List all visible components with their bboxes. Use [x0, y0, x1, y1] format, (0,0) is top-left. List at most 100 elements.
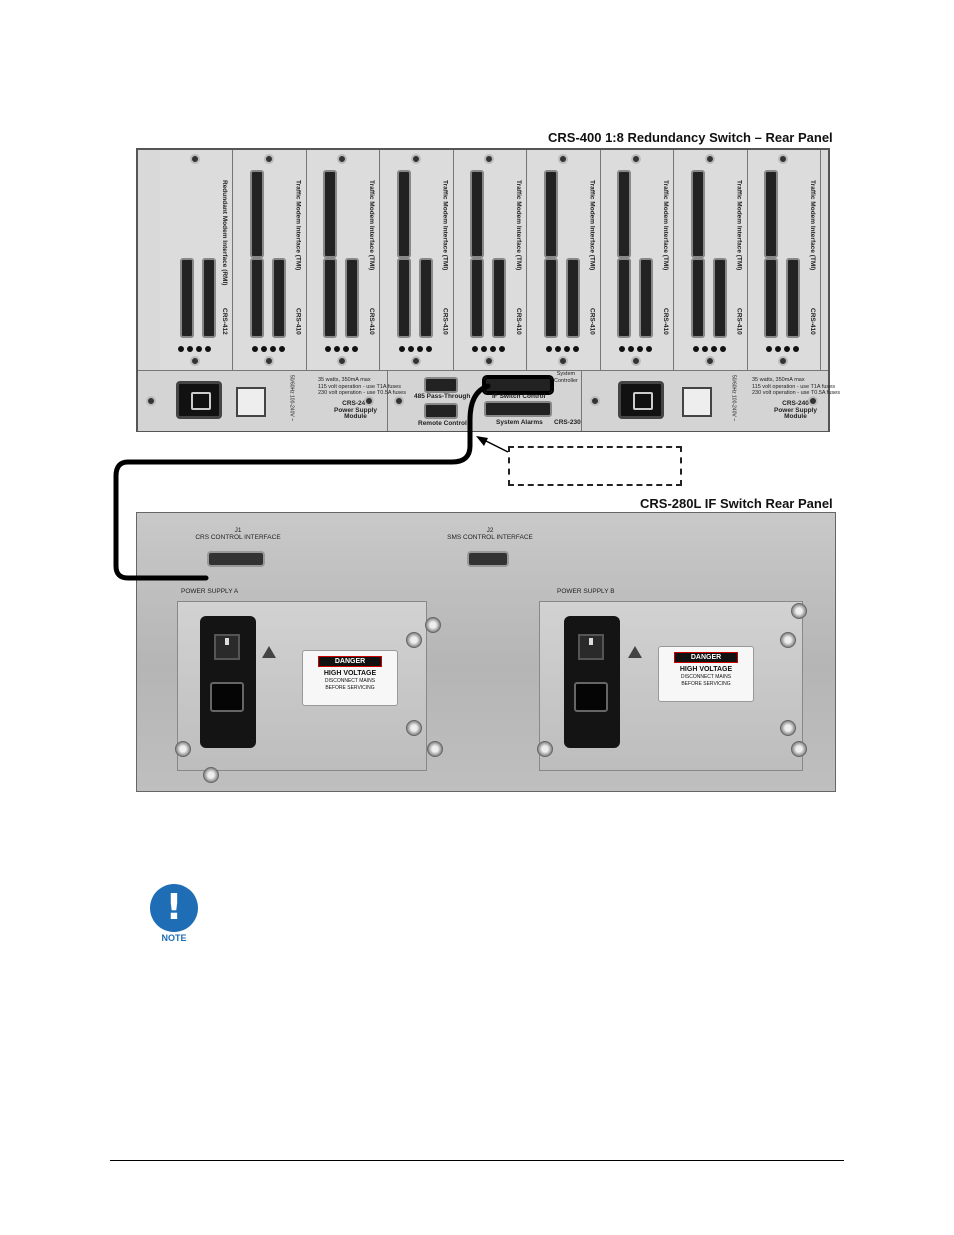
dsub-connector[interactable] — [617, 258, 631, 338]
screw-icon — [590, 396, 600, 406]
card-model: CRS-410 — [441, 308, 449, 335]
dsub-connector[interactable] — [690, 170, 705, 258]
dsub-connector[interactable] — [249, 170, 264, 258]
screw-icon — [410, 154, 421, 164]
dsub-connector[interactable] — [492, 258, 506, 338]
screw-icon — [190, 356, 200, 366]
screw-icon — [190, 154, 200, 164]
dsub-connector[interactable] — [271, 258, 286, 338]
dsub-connector[interactable] — [690, 258, 705, 338]
card-label: Traffic Modem Interface (TMI) — [588, 180, 596, 271]
screw-icon — [484, 154, 494, 164]
screw-icon — [337, 154, 347, 164]
card-label: Redundant Modem Interface (RMI) — [221, 180, 228, 286]
system-alarms-port[interactable] — [484, 401, 552, 417]
screw-icon — [791, 741, 807, 757]
dsub-connector[interactable] — [764, 258, 778, 338]
power-switch[interactable] — [236, 387, 266, 417]
screw-icon — [427, 741, 443, 757]
led-icon — [352, 346, 358, 352]
dsub-connector[interactable] — [202, 258, 216, 338]
screw-icon — [780, 632, 796, 648]
crs280-rear-panel: J1 CRS CONTROL INTERFACE J2 SMS CONTROL … — [136, 512, 836, 792]
dsub-connector[interactable] — [396, 258, 411, 338]
status-leds — [692, 346, 726, 352]
warning-icon — [262, 646, 276, 658]
dsub-connector[interactable] — [543, 170, 558, 258]
card-label: Traffic Modem Interface (TMI) — [809, 180, 816, 271]
ac-socket-a-icon — [210, 682, 244, 712]
card-label: Traffic Modem Interface (TMI) — [368, 180, 375, 271]
pass-through-label: 485 Pass-Through — [414, 393, 471, 400]
status-leds — [251, 346, 285, 352]
led-icon — [472, 346, 478, 352]
led-icon — [545, 346, 552, 352]
dsub-connector[interactable] — [470, 258, 484, 338]
controller-model: CRS-230 — [554, 419, 581, 426]
led-icon — [278, 346, 285, 352]
screw-icon — [780, 720, 796, 736]
dsub-connector[interactable] — [323, 170, 337, 258]
dsub-connector[interactable] — [617, 170, 631, 258]
card-model: CRS-412 — [221, 308, 228, 335]
dsub-connector[interactable] — [180, 258, 194, 338]
power-supply-b: DANGER HIGH VOLTAGE DISCONNECT MAINS BEF… — [539, 601, 803, 771]
dsub-connector[interactable] — [396, 170, 411, 258]
dsub-connector[interactable] — [418, 258, 433, 338]
system-controller-label: System Controller — [554, 371, 578, 384]
crs400-bottom-row: 50/60Hz 100-240V ~ 35 watts, 350mA max 1… — [138, 370, 840, 431]
status-leds — [178, 346, 211, 352]
dsub-connector[interactable] — [543, 258, 558, 338]
dsub-connector[interactable] — [323, 258, 337, 338]
screw-icon — [406, 720, 422, 736]
callout-box — [508, 446, 682, 486]
screw-icon — [778, 154, 788, 164]
controller-module: 485 Pass-Through Remote Control IF Switc… — [388, 371, 582, 431]
card-label: Traffic Modem Interface (TMI) — [441, 180, 449, 271]
led-icon — [178, 346, 184, 352]
power-supply-a-label: POWER SUPPLY A — [181, 588, 239, 595]
note-icon: ! NOTE — [150, 884, 202, 944]
led-icon — [187, 346, 193, 352]
remote-control-port[interactable] — [424, 403, 458, 419]
slot-card: Traffic Modem Interface (TMI)CRS-410 — [527, 150, 601, 370]
dsub-connector[interactable] — [565, 258, 580, 338]
led-icon — [701, 346, 708, 352]
dsub-connector[interactable] — [786, 258, 800, 338]
screw-icon — [337, 356, 347, 366]
screw-icon — [263, 154, 274, 164]
power-switch-b[interactable] — [578, 634, 604, 660]
screw-icon — [146, 396, 156, 406]
dsub-connector[interactable] — [764, 170, 778, 258]
led-icon — [260, 346, 267, 352]
power-switch-a[interactable] — [214, 634, 240, 660]
power-switch[interactable] — [682, 387, 712, 417]
card-label: Traffic Modem Interface (TMI) — [735, 180, 743, 271]
screw-icon — [704, 154, 715, 164]
slot-card: Redundant Modem Interface (RMI) CRS-412 — [160, 150, 233, 370]
dsub-connector[interactable] — [345, 258, 359, 338]
led-icon — [343, 346, 349, 352]
led-icon — [416, 346, 423, 352]
crs-control-interface-port[interactable] — [207, 551, 265, 567]
dsub-connector[interactable] — [639, 258, 653, 338]
pass-through-port[interactable] — [424, 377, 458, 393]
led-icon — [490, 346, 496, 352]
dsub-connector[interactable] — [712, 258, 727, 338]
arrow-icon — [476, 436, 488, 446]
psu-module-right: 50/60Hz 100-240V ~ 35 watts, 350mA max 1… — [582, 371, 840, 431]
sms-control-interface-port[interactable] — [467, 551, 509, 567]
led-icon — [692, 346, 699, 352]
psu-left-label: CRS-240 Power Supply Module — [334, 400, 377, 420]
slot-card: Traffic Modem Interface (TMI)CRS-410 — [748, 150, 821, 370]
screw-icon — [704, 356, 715, 366]
led-icon — [710, 346, 717, 352]
dsub-connector[interactable] — [470, 170, 484, 258]
led-icon — [481, 346, 487, 352]
led-icon — [334, 346, 340, 352]
if-switch-control-label: IF Switch Control — [492, 393, 546, 400]
psu-left-rating: 35 watts, 350mA max 115 volt operation -… — [318, 377, 406, 396]
slot-card: Traffic Modem Interface (TMI)CRS-410 — [674, 150, 748, 370]
dsub-connector[interactable] — [249, 258, 264, 338]
